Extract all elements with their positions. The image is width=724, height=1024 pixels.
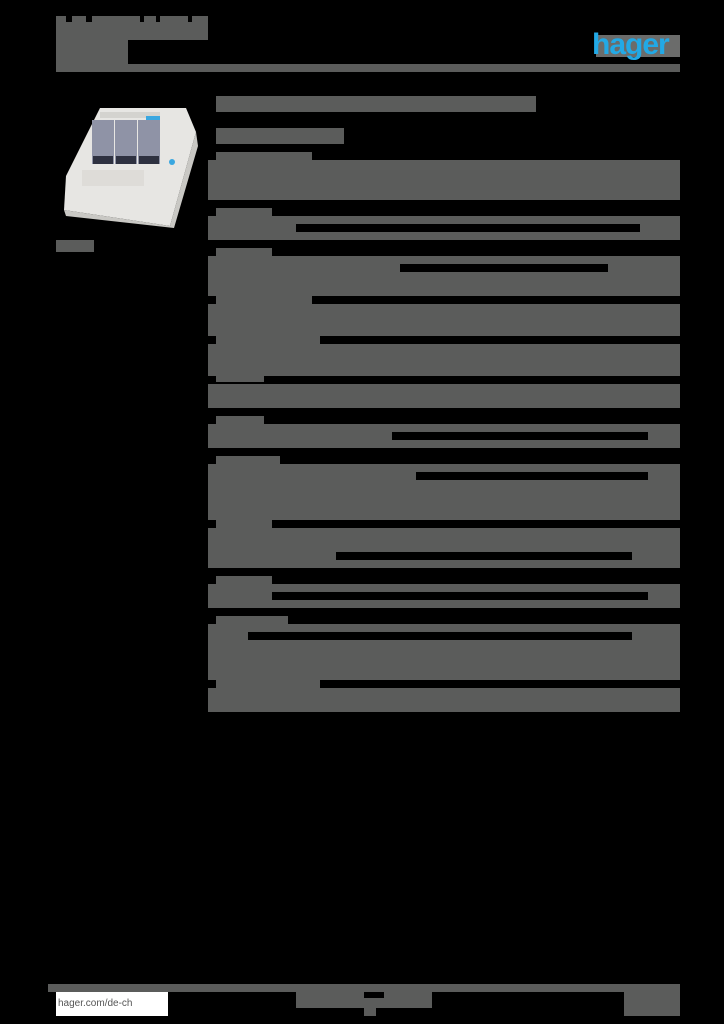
footer-website-link[interactable]: hager.com/de-ch bbox=[56, 992, 168, 1016]
product-heading-redacted bbox=[216, 96, 536, 112]
logo-shadow bbox=[596, 35, 680, 57]
footer-rule bbox=[48, 984, 680, 992]
product-subheading-redacted bbox=[216, 128, 344, 144]
image-caption-redacted bbox=[56, 240, 94, 252]
brand-logo: hager bbox=[592, 28, 670, 61]
product-image bbox=[64, 108, 198, 228]
header-rule bbox=[56, 64, 680, 72]
